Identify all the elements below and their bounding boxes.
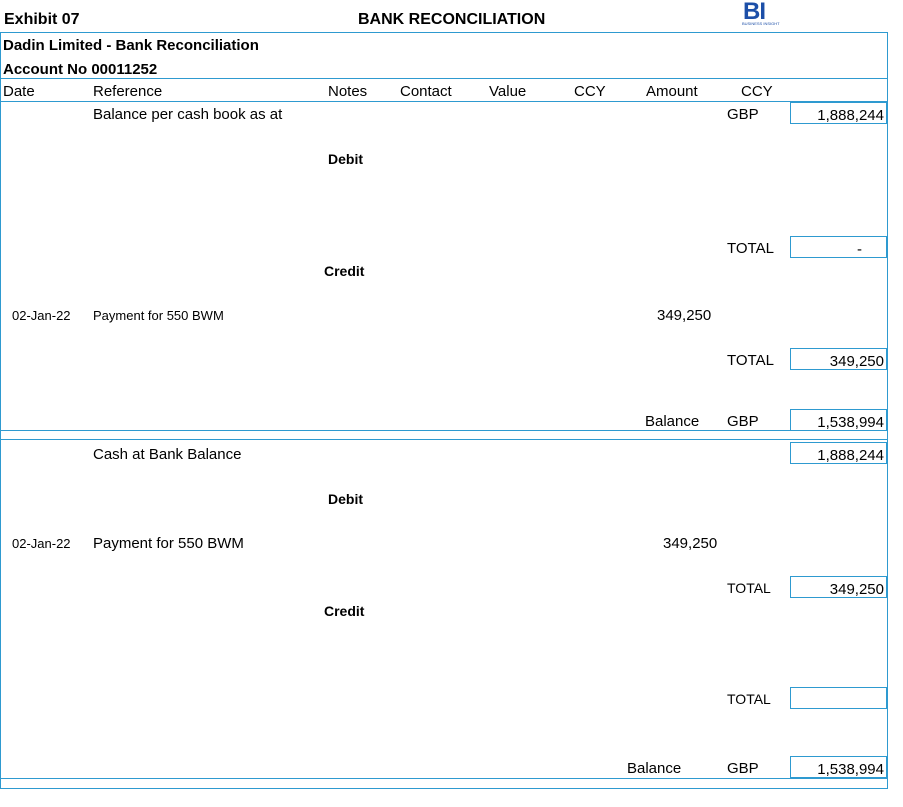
- page-title: BANK RECONCILIATION: [358, 11, 546, 28]
- col-date: Date: [3, 83, 35, 100]
- table-bottom-border: [0, 788, 888, 789]
- debit-total-cell-2[interactable]: 349,250: [790, 576, 887, 598]
- balance-cell-2[interactable]: 1,538,994: [790, 756, 887, 778]
- row-reference: Payment for 550 BWM: [93, 308, 224, 323]
- opening-balance-value: 1,888,244: [817, 107, 884, 124]
- balance-label: Balance: [645, 413, 700, 430]
- table-bottom-divider: [0, 778, 888, 779]
- balance-cell[interactable]: 1,538,994: [790, 409, 887, 431]
- col-ccy: CCY: [574, 83, 606, 100]
- debit-total-value-2: 349,250: [829, 581, 884, 598]
- table-left-border: [0, 32, 1, 789]
- logo-mark: BI: [743, 0, 766, 25]
- col-notes: Notes: [328, 83, 368, 100]
- col-value: Value: [489, 83, 527, 100]
- balance-ccy: GBP: [727, 413, 759, 430]
- debit-total-value: -: [857, 241, 862, 258]
- credit-total-label: TOTAL: [727, 352, 774, 369]
- table-right-border: [887, 32, 888, 789]
- debit-total-label: TOTAL: [727, 240, 774, 257]
- section-divider-bottom: [0, 439, 888, 440]
- row-date: 02-Jan-22: [12, 536, 71, 551]
- debit-heading: Debit: [328, 151, 363, 167]
- debit-total-label-2: TOTAL: [727, 580, 771, 596]
- credit-heading-2: Credit: [324, 603, 365, 619]
- logo-tagline: BUSINESS INSIGHT: [742, 21, 780, 26]
- table-top-border: [0, 32, 888, 33]
- credit-total-cell-2[interactable]: [790, 687, 887, 709]
- opening-balance-label: Balance per cash book as at: [93, 106, 283, 123]
- row-reference: Payment for 550 BWM: [93, 535, 244, 552]
- logo: BI BUSINESS INSIGHT: [739, 0, 780, 30]
- exhibit-label: Exhibit 07: [4, 11, 80, 28]
- opening-balance-cell[interactable]: 1,888,244: [790, 102, 887, 124]
- credit-total-cell[interactable]: 349,250: [790, 348, 887, 370]
- debit-heading-2: Debit: [328, 491, 363, 507]
- section-divider-top: [0, 430, 888, 431]
- credit-total-label-2: TOTAL: [727, 691, 771, 707]
- opening-balance-ccy: GBP: [727, 106, 759, 123]
- row-date: 02-Jan-22: [12, 308, 71, 323]
- bank-balance-label: Cash at Bank Balance: [93, 446, 242, 463]
- debit-total-cell[interactable]: -: [790, 236, 887, 258]
- account-number: Account No 00011252: [3, 61, 158, 78]
- bank-balance-cell[interactable]: 1,888,244: [790, 442, 887, 464]
- header-divider-top: [0, 78, 888, 79]
- header-divider-bottom: [0, 101, 888, 102]
- credit-total-value: 349,250: [829, 353, 884, 370]
- balance-label-2: Balance: [627, 760, 682, 777]
- balance-value: 1,538,994: [817, 414, 884, 431]
- col-ccy-2: CCY: [741, 83, 773, 100]
- col-reference: Reference: [93, 83, 163, 100]
- credit-heading: Credit: [324, 263, 365, 279]
- row-amount: 349,250: [663, 535, 718, 552]
- balance-ccy-2: GBP: [727, 760, 759, 777]
- balance-value-2: 1,538,994: [817, 761, 884, 778]
- col-contact: Contact: [400, 83, 452, 100]
- col-amount: Amount: [646, 83, 698, 100]
- row-amount: 349,250: [657, 307, 712, 324]
- company-name: Dadin Limited - Bank Reconciliation: [3, 37, 259, 54]
- bank-balance-value: 1,888,244: [817, 447, 884, 464]
